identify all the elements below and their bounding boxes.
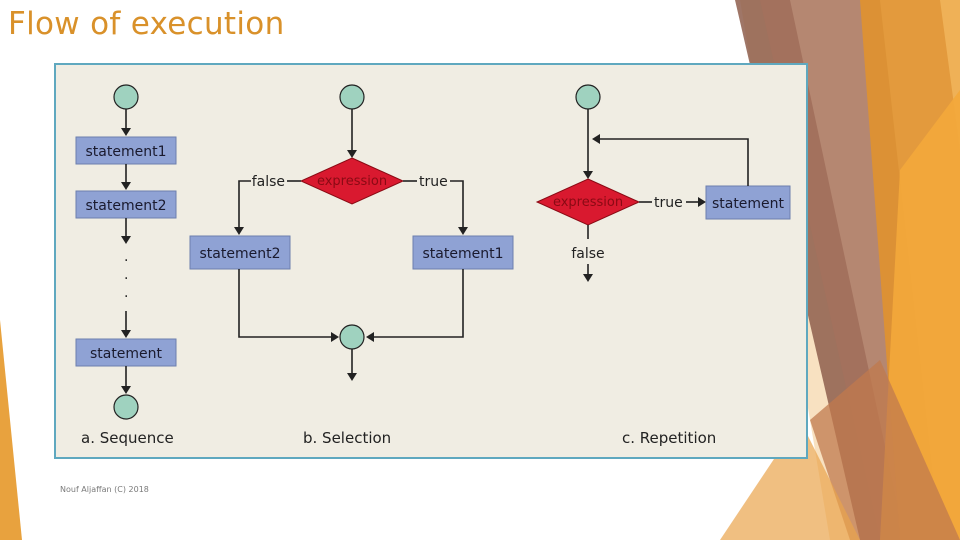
selection-merge-edge-left: [238, 269, 332, 338]
selection-true-edge: [450, 180, 464, 228]
sequence-ellipsis-dot: .: [124, 285, 128, 301]
repetition-statement-label: statement: [712, 196, 785, 212]
selection-false-label: false: [252, 174, 285, 190]
selection-statement1-box: [412, 235, 514, 270]
selection-expression-diamond: [299, 157, 405, 205]
repetition-expression-label: expression: [553, 195, 623, 210]
repetition-flowchart: expression true statement false c. Repet…: [535, 84, 791, 447]
arrowhead: [592, 134, 600, 144]
sequence-end-node: [113, 394, 139, 420]
sequence-start-node: [113, 84, 139, 110]
flowchart-figure: statement1 statement2 . . . statement a.…: [54, 63, 808, 459]
sequence-statement2-box: [75, 190, 177, 219]
selection-true-label: true: [419, 174, 448, 190]
sequence-ellipsis-dot: .: [124, 267, 128, 283]
selection-statement2-label: statement2: [200, 246, 281, 262]
selection-caption: b. Selection: [303, 429, 391, 447]
repetition-statement-box: [705, 185, 791, 220]
flowchart-diagram: statement1 statement2 . . . statement a.…: [75, 84, 791, 447]
repetition-caption: c. Repetition: [622, 429, 716, 447]
arrowhead: [121, 128, 131, 136]
repetition-true-label: true: [654, 195, 683, 211]
arrowhead: [347, 150, 357, 158]
selection-statement1-label: statement1: [423, 246, 504, 262]
sequence-statement1-label: statement1: [86, 144, 167, 160]
slide-footer: Nouf Aljaffan (C) 2018: [60, 485, 149, 494]
sequence-statement2-label: statement2: [86, 198, 167, 214]
selection-false-edge: [238, 180, 251, 228]
arrowhead: [347, 373, 357, 381]
selection-flowchart: expression false true statement2 stateme…: [189, 84, 514, 447]
sequence-statement-box: [75, 338, 177, 367]
repetition-false-label: false: [571, 246, 604, 262]
sequence-flowchart: statement1 statement2 . . . statement a.…: [75, 84, 177, 447]
selection-expression-label: expression: [317, 174, 387, 189]
arrowhead: [331, 332, 339, 342]
selection-merge-edge-right: [373, 269, 464, 338]
repetition-loop-back-edge: [599, 138, 749, 186]
selection-statement2-box: [189, 235, 291, 270]
arrowhead: [121, 182, 131, 190]
arrowhead: [121, 386, 131, 394]
selection-start-node: [339, 84, 365, 110]
arrowhead: [583, 171, 593, 179]
sequence-caption: a. Sequence: [81, 429, 174, 447]
repetition-start-node: [575, 84, 601, 110]
arrowhead: [583, 274, 593, 282]
arrowhead: [234, 227, 244, 235]
selection-merge-node: [339, 324, 365, 350]
arrowhead: [458, 227, 468, 235]
arrowhead: [366, 332, 374, 342]
arrowhead: [698, 197, 706, 207]
slide-title: Flow of execution: [8, 6, 285, 42]
sequence-ellipsis-dot: .: [124, 249, 128, 265]
sequence-statement1-box: [75, 136, 177, 165]
arrowhead: [121, 330, 131, 338]
sequence-statement-label: statement: [90, 346, 163, 362]
arrowhead: [121, 236, 131, 244]
